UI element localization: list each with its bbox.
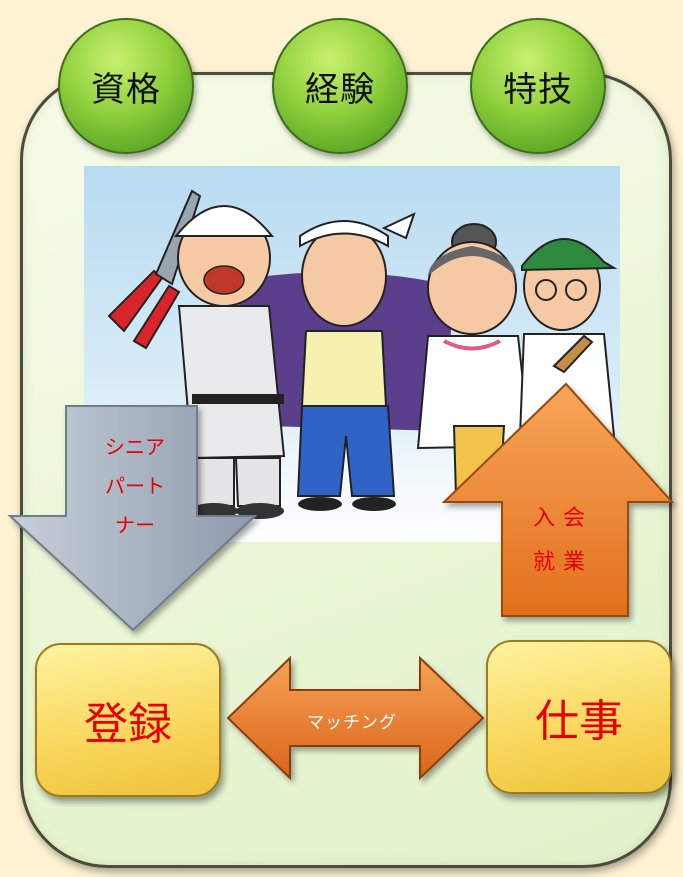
register-box: 登録	[35, 643, 221, 797]
join-label: 入会 就業	[515, 497, 611, 585]
senior-partner-line: パート	[105, 474, 165, 498]
senior-gardener	[107, 189, 286, 519]
senior-partner-arrow	[7, 405, 258, 632]
senior-partner-line: ナー	[115, 513, 155, 537]
matching-arrow	[226, 655, 485, 781]
senior-headband-man	[296, 212, 416, 511]
join-arrow	[441, 382, 675, 617]
join-line: 入会	[532, 506, 593, 531]
register-label: 登録	[84, 699, 172, 750]
skill-label: 特技	[503, 69, 573, 110]
join-line: 就業	[532, 550, 593, 575]
qualification-circle: 資格	[58, 18, 194, 154]
senior-partner-label: シニア パート ナー	[85, 428, 185, 545]
skill-circle: 特技	[470, 18, 606, 154]
job-box: 仕事	[486, 640, 672, 794]
job-label: 仕事	[535, 696, 623, 747]
experience-circle: 経験	[272, 18, 408, 154]
matching-label: マッチング	[307, 713, 397, 733]
qualification-label: 資格	[91, 69, 161, 110]
experience-label: 経験	[305, 69, 375, 110]
senior-partner-line: シニア	[105, 435, 165, 459]
